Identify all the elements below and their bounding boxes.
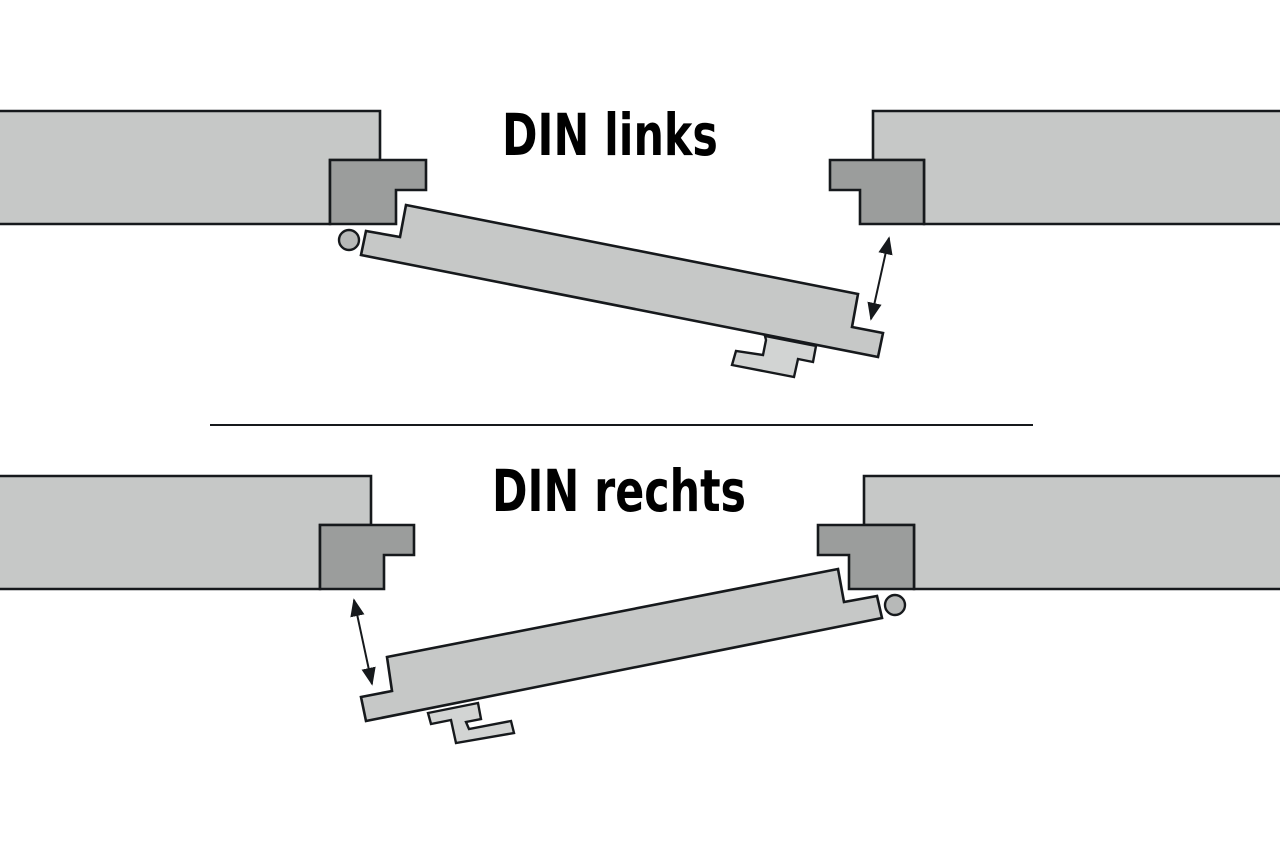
door-handle-icon xyxy=(730,334,818,379)
door-handle-icon xyxy=(426,701,516,745)
door-leaf xyxy=(359,203,885,359)
right-frame-profile xyxy=(828,158,926,226)
din-rechts-group xyxy=(0,474,1280,745)
din-links-title: DIN links xyxy=(502,101,718,169)
right-wall xyxy=(862,474,1280,591)
hinge-icon xyxy=(337,228,361,252)
left-wall xyxy=(0,474,373,591)
hinge-icon xyxy=(883,593,907,617)
right-frame-profile xyxy=(816,523,916,591)
din-links-group xyxy=(0,109,1280,379)
gap-arrow-icon xyxy=(867,236,893,321)
door-leaf xyxy=(359,567,884,723)
right-wall xyxy=(871,109,1280,226)
gap-arrow-icon xyxy=(350,598,376,686)
left-frame-profile xyxy=(328,158,428,226)
din-rechts-title: DIN rechts xyxy=(492,457,747,525)
left-frame-profile xyxy=(318,523,416,591)
left-wall xyxy=(0,109,382,226)
